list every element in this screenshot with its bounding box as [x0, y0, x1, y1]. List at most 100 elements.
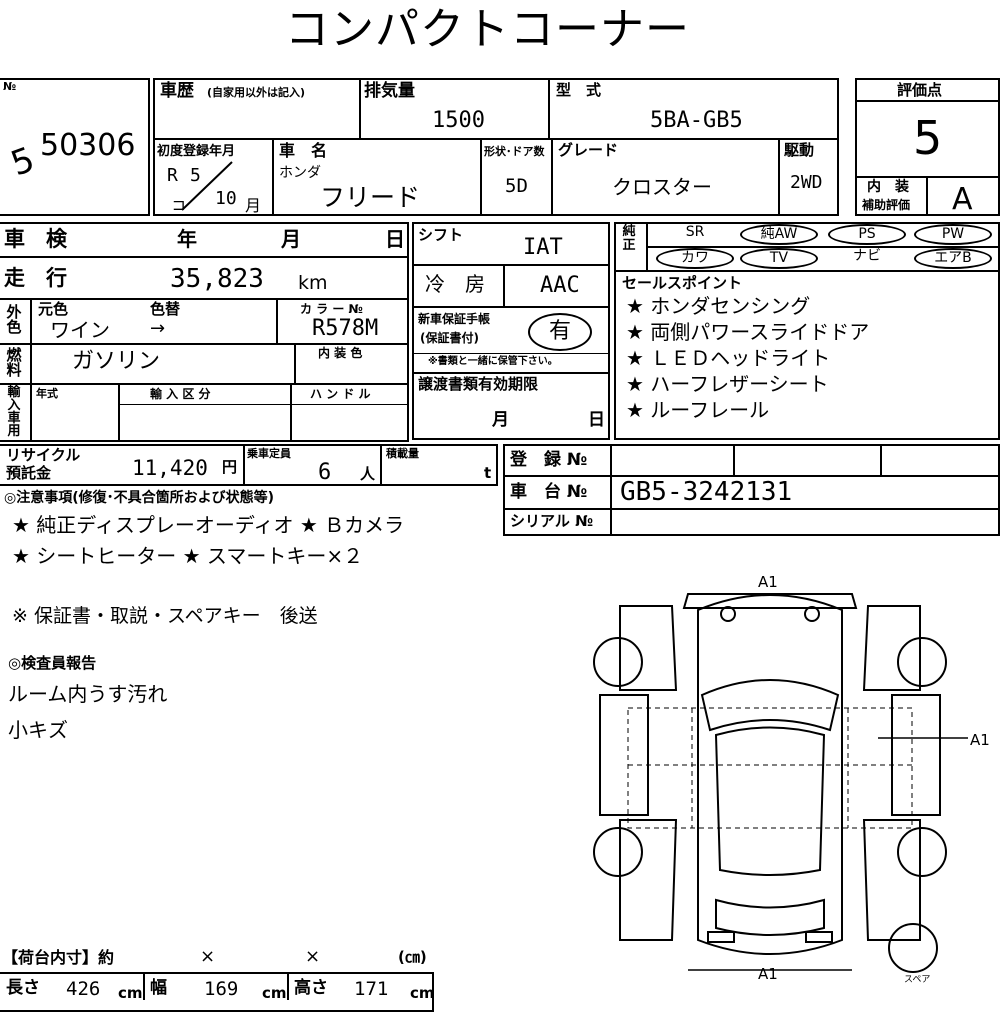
car-name-label: 車 名: [279, 141, 328, 160]
transfer-day: 日: [588, 410, 605, 430]
interior-color-label: 内 装 色: [318, 346, 363, 360]
body-value: 5D: [505, 175, 528, 197]
drive-value: 2WD: [790, 172, 823, 193]
mid-grid: [412, 222, 610, 440]
ac-value: AAC: [540, 273, 580, 298]
displacement-value: 1500: [432, 108, 485, 133]
mileage-unit: km: [298, 272, 328, 294]
color-no-value: R578M: [312, 316, 379, 341]
equipment-item: TV: [740, 248, 818, 269]
registration-label: 登 録 №: [510, 450, 588, 470]
cargo-label: 【荷台内寸】約: [2, 948, 115, 967]
original-color-label: 元色: [38, 300, 69, 318]
recycle-label2: 預託金: [6, 464, 52, 482]
car-name-maker: ホンダ: [279, 165, 321, 181]
warranty-value: 有: [528, 313, 592, 351]
cargo-length-label: 長さ: [6, 978, 40, 998]
transfer-label: 譲渡書類有効期限: [418, 375, 539, 393]
capacity-unit: 人: [360, 465, 376, 483]
spare-label: スペア: [904, 975, 931, 985]
interior-value: A: [952, 182, 973, 217]
cargo-unit: (㎝): [398, 948, 427, 966]
inspection-label: 車 検: [4, 227, 67, 251]
inspector-line-1: ルーム内うす汚れ: [8, 682, 168, 706]
left-grid: [0, 222, 409, 442]
model-value: 5BA-GB5: [650, 108, 743, 133]
car-diagram: [593, 593, 968, 973]
notes-line-3: ※ 保証書・取説・スペアキー 後送: [12, 605, 318, 627]
inspection-month: 月: [281, 227, 301, 251]
first-reg-label: 初度登録年月: [157, 144, 236, 159]
inspection-year: 年: [177, 227, 197, 251]
date-slash: ⊐: [172, 161, 233, 214]
cargo-width-unit: cm: [262, 984, 287, 1002]
right-grid: [614, 222, 1000, 440]
cargo-x1: ×: [200, 946, 216, 967]
side-mark: A1: [970, 731, 990, 749]
top-grid: [153, 78, 839, 216]
import-label: 輸入車用: [7, 385, 21, 439]
equipment-item: ナビ: [853, 248, 881, 264]
cargo-height-label: 高さ: [294, 978, 328, 998]
equipment-item: 純AW: [740, 224, 818, 245]
interior-label: 内 装: [867, 179, 909, 195]
sales-point-item: ★ 両側パワースライドドア: [626, 320, 870, 344]
model-label: 型 式: [556, 81, 602, 99]
exterior-label: 外色: [6, 303, 22, 336]
inspector-line-2: 小キズ: [8, 718, 68, 742]
chassis-label: 車 台 №: [510, 482, 588, 502]
recycle-value: 11,420: [132, 456, 208, 480]
svg-text:⊐: ⊐: [172, 195, 185, 214]
recycle-row: [0, 444, 498, 486]
color-arrow: →: [150, 318, 166, 339]
load-unit: t: [484, 464, 492, 482]
cargo-length-value: 426: [66, 978, 101, 1000]
sales-point-item: ★ ルーフレール: [626, 398, 770, 422]
equipment-item: SR: [685, 224, 705, 240]
mileage-value: 35,823: [170, 264, 264, 294]
history-label: 車歴: [160, 81, 194, 101]
lot-box: [0, 78, 150, 216]
cargo-x2: ×: [305, 946, 321, 967]
mileage-label: 走 行: [4, 266, 67, 290]
cargo-length-unit: cm: [118, 984, 143, 1002]
cargo-width-label: 幅: [150, 978, 167, 998]
equipment-item: カワ: [656, 248, 734, 269]
rear-mark: A1: [758, 965, 778, 983]
notes-line-2: ★ シートヒーター ★ スマートキー×２: [12, 544, 364, 568]
notes-label: ◎注意事項(修復･不具合箇所および状態等): [4, 490, 275, 506]
notes-line-1: ★ 純正ディスプレーオーディオ ★ Ｂカメラ: [12, 513, 405, 537]
sales-point-item: ★ ホンダセンシング: [626, 294, 811, 318]
first-reg-year: 5: [190, 165, 201, 186]
first-reg-era: R: [167, 165, 178, 186]
equipment-item: エアB: [914, 248, 992, 269]
shift-value: IAT: [523, 235, 563, 260]
recycle-label1: リサイクル: [6, 446, 81, 464]
import-type-label: 輸 入 区 分: [150, 387, 211, 401]
import-year-label: 年式: [36, 387, 58, 400]
serial-label: シリアル №: [510, 512, 594, 530]
displacement-label: 排気量: [364, 81, 415, 101]
ac-label: 冷 房: [425, 272, 485, 296]
warranty-label2: (保証書付): [420, 331, 479, 345]
score-value: 5: [913, 111, 943, 165]
original-color-value: ワイン: [50, 318, 110, 342]
change-color-label: 色替: [150, 300, 181, 318]
warranty-label1: 新車保証手帳: [418, 312, 491, 326]
page-title: コンパクトコーナー: [285, 4, 690, 55]
cargo-height-unit: cm: [410, 984, 435, 1002]
interior-sub-label: 補助評価: [862, 198, 911, 212]
capacity-value: 6: [318, 460, 332, 485]
sales-point-item: ★ ＬＥＤヘッドライト: [626, 346, 831, 370]
drive-label: 駆動: [784, 141, 815, 159]
capacity-label: 乗車定員: [247, 447, 291, 460]
lot-label: №: [3, 80, 17, 93]
equipment-item: PS: [828, 224, 906, 245]
cargo-width-value: 169: [204, 978, 239, 1000]
fuel-value: ガソリン: [72, 349, 161, 374]
body-label: 形状･ドア数: [484, 145, 545, 158]
first-reg-month: 10: [215, 188, 237, 209]
sales-points-label: セールスポイント: [622, 274, 743, 292]
inspection-day: 日: [385, 227, 405, 251]
registration-grid: [503, 444, 1000, 536]
